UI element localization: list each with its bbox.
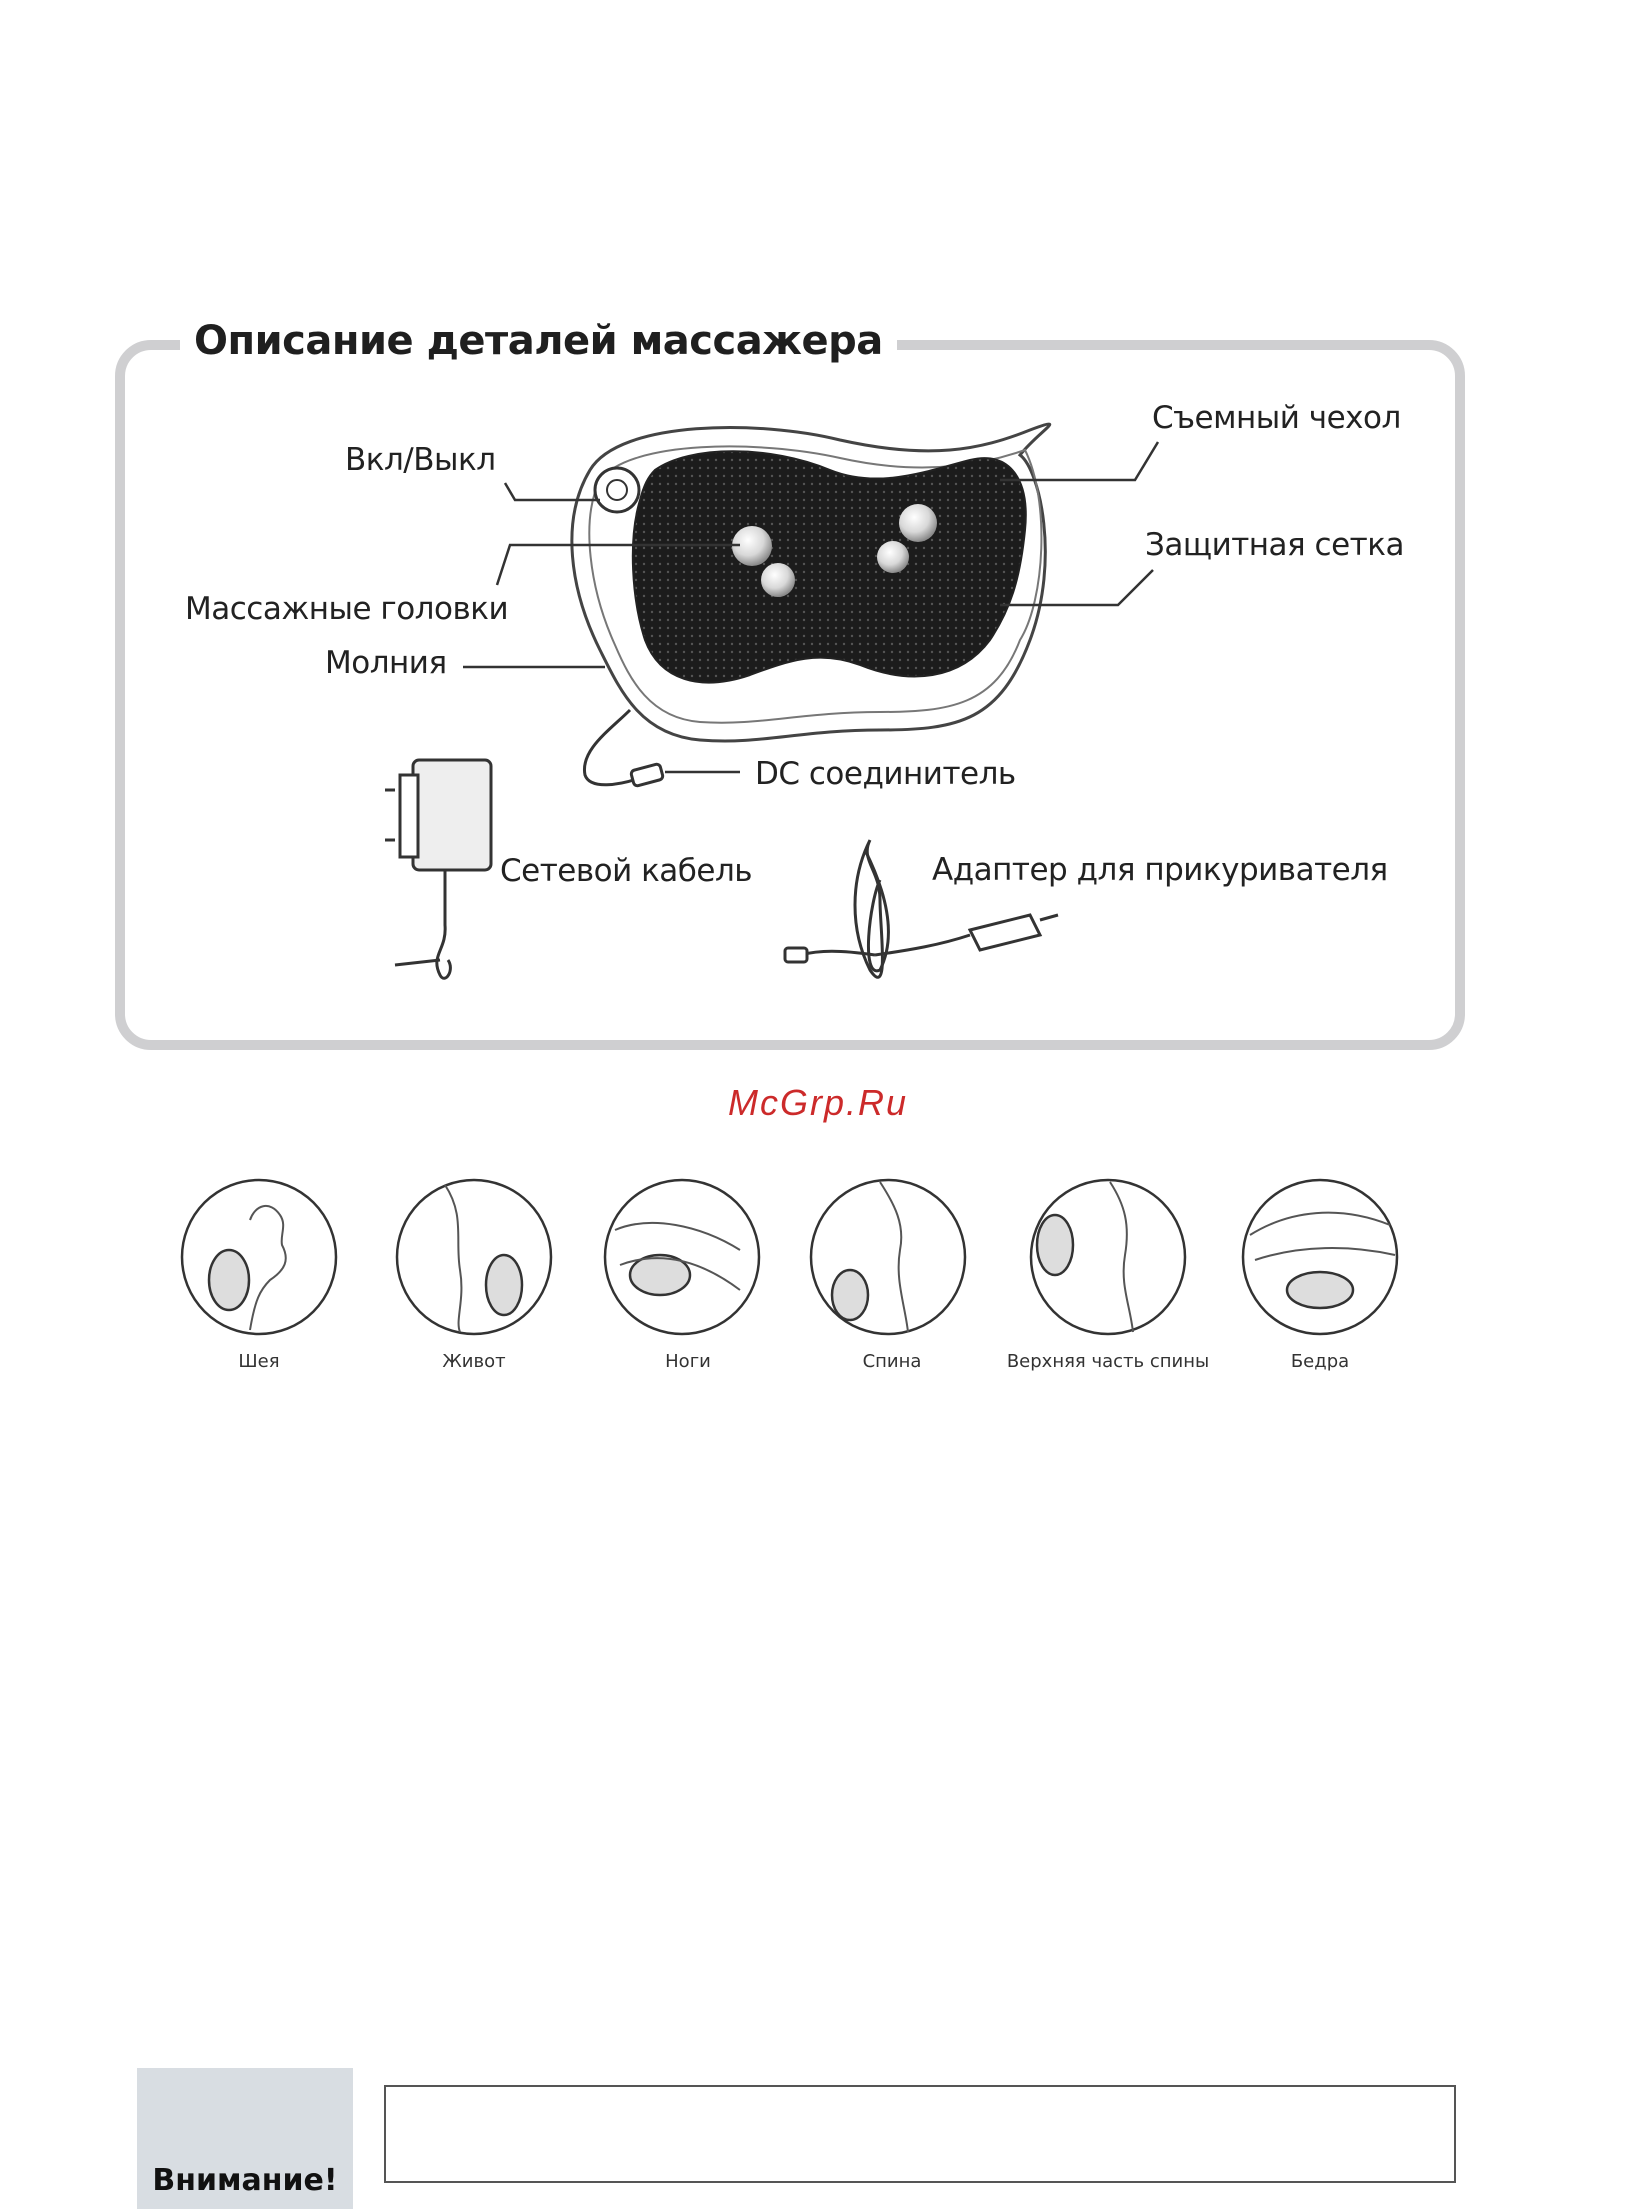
usage-legs-drawing	[605, 1180, 759, 1334]
usage-caption-thighs: Бедра	[1205, 1351, 1435, 1372]
usage-caption-upper-back: Верхняя часть спины	[993, 1351, 1223, 1372]
usage-back-drawing	[811, 1180, 965, 1334]
warning-label: Внимание!	[137, 2163, 353, 2198]
usage-caption-belly: Живот	[359, 1351, 589, 1372]
label-removable-cover: Съемный чехол	[1152, 400, 1401, 436]
label-massage-heads: Массажные головки	[185, 591, 508, 627]
label-dc-connector: DC соединитель	[755, 756, 1016, 792]
label-car-adapter: Адаптер для прикуривателя	[932, 852, 1388, 888]
warning-text-box	[384, 2085, 1456, 2183]
usage-belly-drawing	[397, 1180, 551, 1334]
label-mains-cable: Сетевой кабель	[500, 853, 752, 889]
warning-badge: Внимание!	[137, 2068, 353, 2209]
label-zipper: Молния	[325, 645, 447, 681]
usage-caption-neck: Шея	[144, 1351, 374, 1372]
usage-caption-legs: Ноги	[573, 1351, 803, 1372]
label-power: Вкл/Выкл	[345, 442, 496, 478]
usage-caption-back: Спина	[777, 1351, 1007, 1372]
protective-mesh	[633, 451, 1026, 682]
watermark: McGrp.Ru	[728, 1082, 908, 1124]
mains-adapter-drawing	[385, 760, 491, 978]
label-protective-mesh: Защитная сетка	[1145, 527, 1404, 563]
usage-neck-drawing	[182, 1180, 336, 1334]
